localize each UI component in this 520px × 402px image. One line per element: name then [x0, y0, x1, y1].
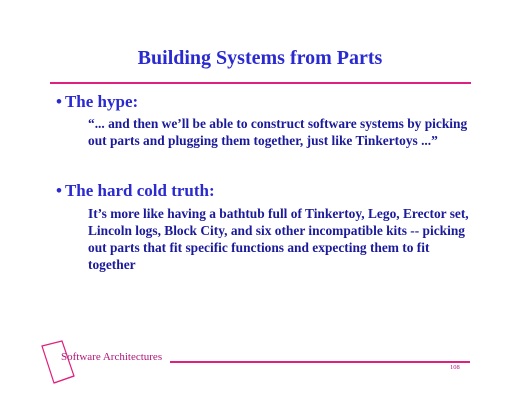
bullet-heading-label: The hard cold truth: — [64, 181, 215, 200]
slanted-frame-logo-icon — [41, 340, 75, 384]
footer-rule — [170, 361, 470, 363]
bullet-heading-truth: •The hard cold truth: — [56, 181, 215, 201]
bullet-dot-icon: • — [56, 181, 62, 200]
slide-title: Building Systems from Parts — [137, 47, 383, 69]
bullet-heading-label: The hype: — [64, 92, 139, 111]
bullet-heading-hype: •The hype: — [56, 92, 138, 112]
bullet-dot-icon: • — [56, 92, 62, 111]
bullet-body-hype: “... and then we’ll be able to construct… — [88, 116, 468, 148]
title-rule — [50, 82, 471, 84]
bullet-body-truth: It’s more like having a bathtub full of … — [88, 206, 469, 272]
course-name: Software Architectures — [61, 351, 163, 363]
page-number: 108 — [450, 364, 460, 371]
